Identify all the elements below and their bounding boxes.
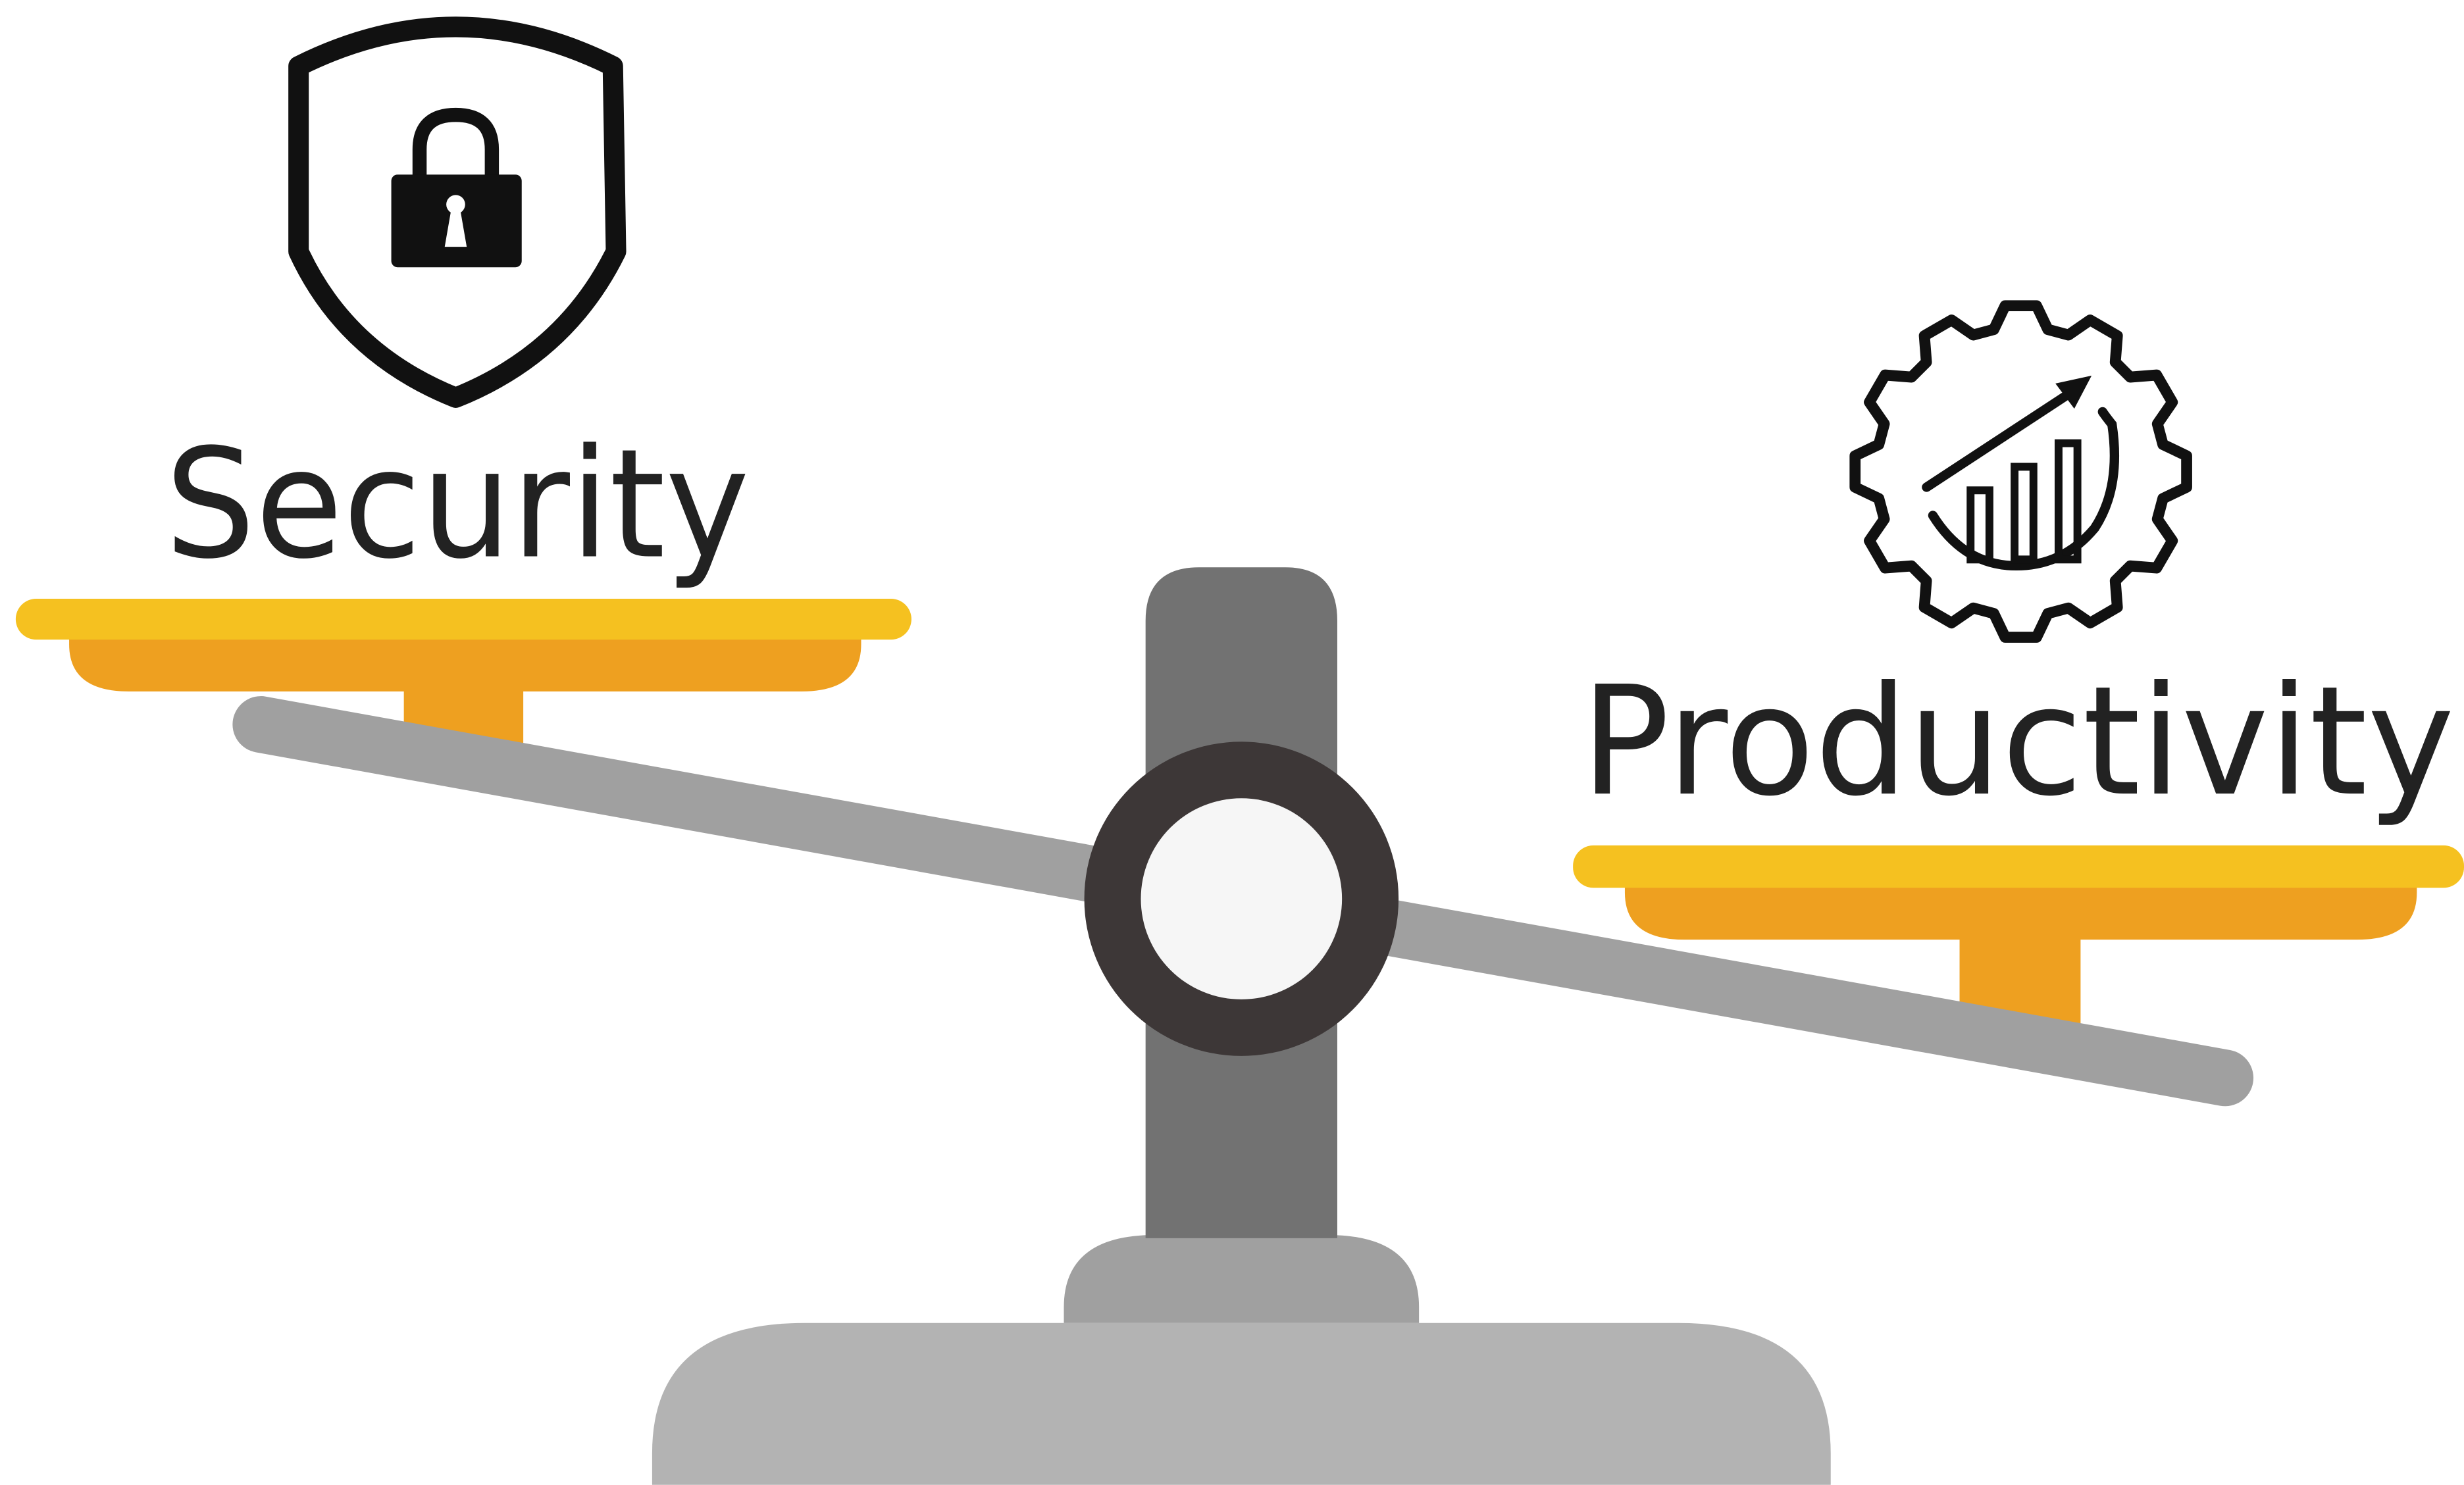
keyhole-slot <box>444 211 467 247</box>
right-pan <box>1573 845 2464 1030</box>
gear-outline <box>1849 300 2192 643</box>
left-pan-dish <box>69 628 861 692</box>
chart-bar-3 <box>2054 439 2082 564</box>
scale-base <box>652 1235 1831 1485</box>
chart-bar-2 <box>2011 463 2038 564</box>
padlock-shackle <box>412 107 500 176</box>
growth-arrow-line <box>1922 383 2082 492</box>
productivity-label: Productivity <box>1581 654 2455 830</box>
chart-arc <box>1928 407 2119 571</box>
security-label: Security <box>165 417 750 593</box>
pivot-hub <box>1084 742 1399 1056</box>
keyhole-top <box>446 195 465 214</box>
gear-growth-chart-icon <box>1849 300 2192 643</box>
right-pan-rim <box>1573 845 2464 888</box>
scale-base-foot <box>652 1322 1831 1485</box>
chart-bar-1 <box>1966 486 1993 564</box>
scale-base-neck <box>1064 1235 1420 1323</box>
left-pan-rim <box>15 599 911 640</box>
right-pan-dish <box>1624 876 2417 940</box>
growth-arrow-head <box>2055 375 2092 409</box>
pivot-hub-center <box>1141 798 1343 999</box>
shield-outline <box>288 16 627 408</box>
shield-lock-icon <box>288 16 627 408</box>
